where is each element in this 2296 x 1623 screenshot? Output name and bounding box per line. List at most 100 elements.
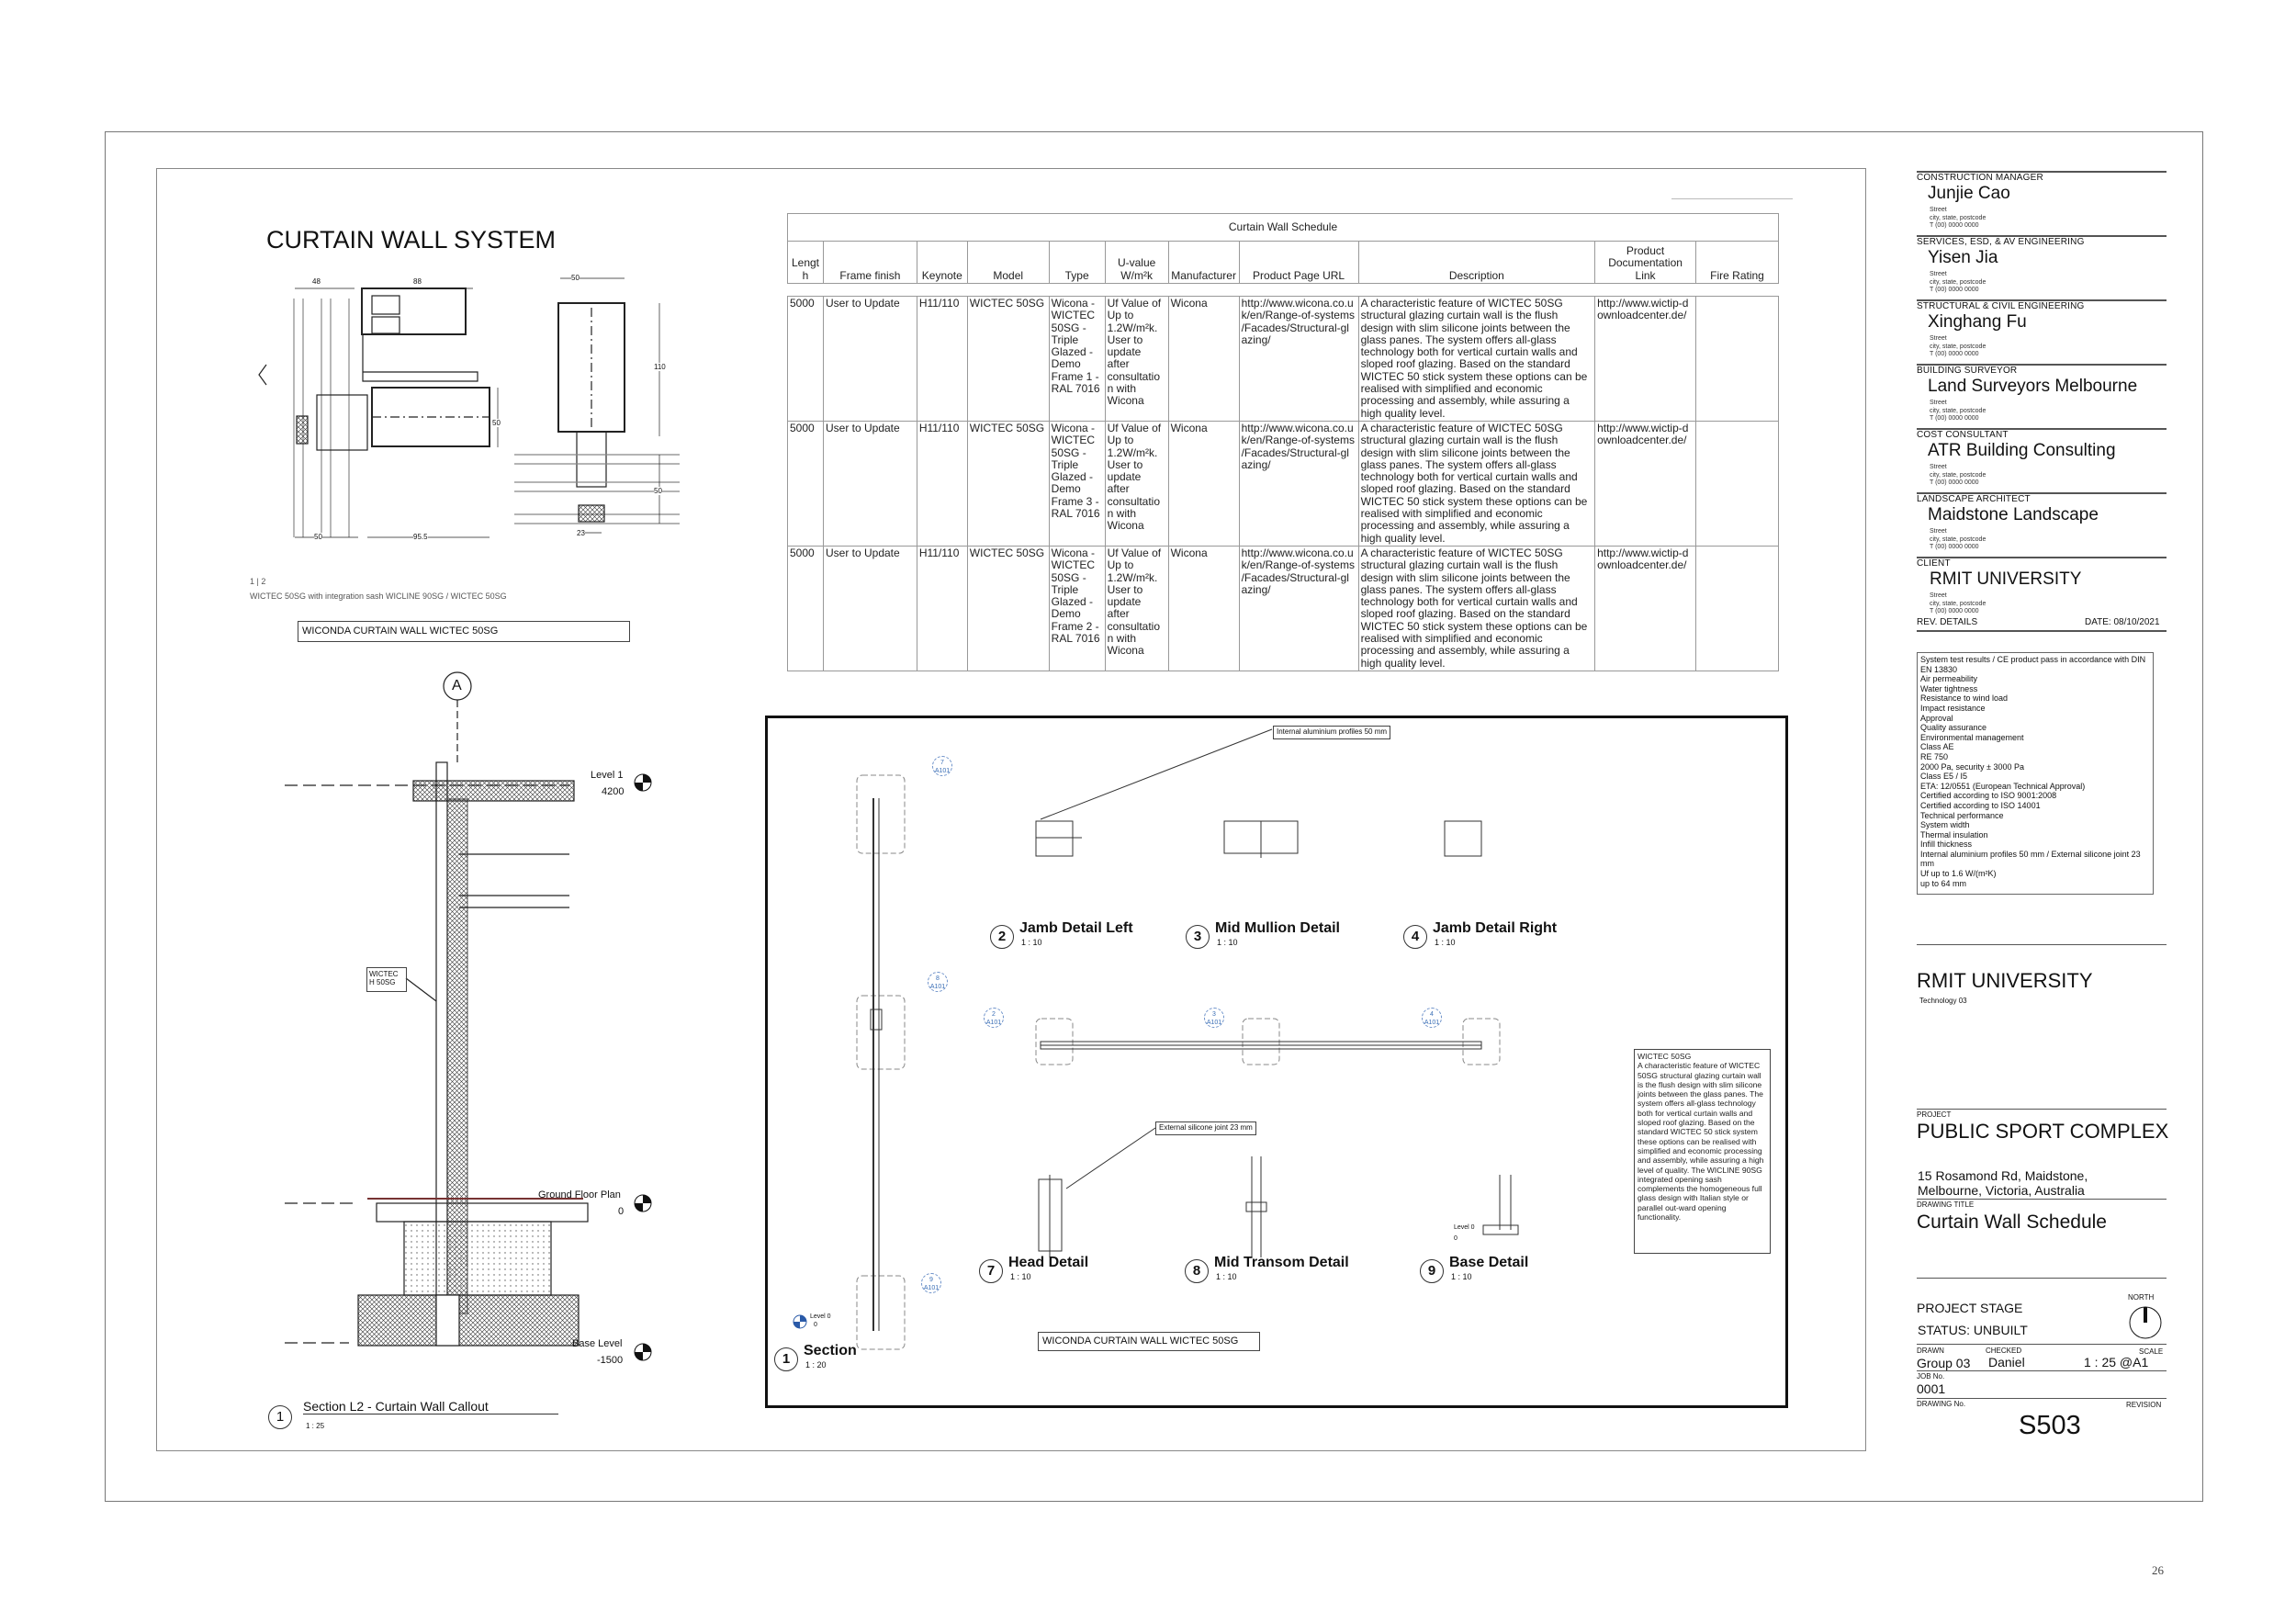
consultant-role: CONSTRUCTION MANAGER (1917, 173, 2043, 183)
view-title: Section L2 - Curtain Wall Callout (303, 1399, 558, 1414)
table-cell: User to Update (822, 545, 917, 671)
dimension-label: 110 (654, 363, 666, 371)
consultant-street: Street (1930, 335, 1947, 342)
table-cell: http://www.wictip-d ownloadcenter.de/ (1594, 420, 1697, 547)
column-header: Fire Rating (1695, 241, 1779, 284)
revision-label: REVISION (2126, 1401, 2162, 1409)
consultant-name: ATR Building Consulting (1928, 441, 2116, 460)
table-cell: http://www.wictip-d ownloadcenter.de/ (1594, 545, 1697, 671)
spec-line: Class E5 / I5 (1920, 772, 1968, 782)
dimension-label: 48 (312, 277, 321, 286)
section-heading: CURTAIN WALL SYSTEM (266, 226, 557, 254)
drawing-frame (156, 168, 1866, 1451)
column-header: Lengt h (787, 241, 824, 284)
divider (1917, 364, 2167, 366)
view-number: 1 (268, 1405, 292, 1429)
divider (1917, 1370, 2167, 1371)
dimension-label: 50 (314, 533, 322, 541)
organisation-name: RMIT UNIVERSITY (1917, 969, 2093, 992)
consultant-name: RMIT UNIVERSITY (1930, 569, 2082, 589)
callout-label: External silicone joint 23 mm (1155, 1121, 1256, 1135)
north-label: NORTH (2128, 1293, 2155, 1302)
ref-sheet: A101 (923, 1285, 940, 1291)
view-number: 3 (1186, 925, 1210, 949)
spec-line: up to 64 mm (1920, 878, 1967, 888)
divider (1917, 1278, 2167, 1279)
consultant-phone: T (00) 0000 0000 (1930, 415, 1979, 422)
drawn-by: Group 03 (1917, 1356, 1971, 1370)
table-cell: Wicona (1167, 545, 1240, 671)
drawing-scale: 1 : 25 @A1 (2084, 1355, 2149, 1369)
table-cell: Wicona - WICTEC 50SG - Triple Glazed - D… (1048, 545, 1106, 671)
column-header: Keynote (916, 241, 968, 284)
view-title: Jamb Detail Left (1019, 920, 1133, 936)
view-number: 1 (774, 1347, 798, 1371)
job-label: JOB No. (1917, 1372, 1945, 1381)
table-cell: http://www.wicona.co.u k/en/Range-of-sys… (1238, 545, 1359, 671)
table-cell: Uf Value of Up to 1.2W/m²k. User to upda… (1104, 420, 1169, 547)
divider (1917, 1109, 2167, 1110)
level-value: 0 (618, 1206, 625, 1217)
view-scale: 1 : 10 (1217, 938, 1238, 947)
spec-line: Approval (1920, 713, 1953, 723)
column-header: Product Documentation Link (1594, 241, 1697, 284)
address-line: 15 Rosamond Rd, Maidstone, (1918, 1168, 2088, 1183)
detail-viewport (765, 716, 1788, 1408)
consultant-city: city, state, postcode (1930, 343, 1986, 350)
consultant-phone: T (00) 0000 0000 (1930, 287, 1979, 293)
view-scale: 1 : 10 (1216, 1272, 1237, 1281)
table-cell: 5000 (787, 545, 824, 671)
column-header: Frame finish (822, 241, 917, 284)
consultant-phone: T (00) 0000 0000 (1930, 479, 1979, 486)
spacer (787, 283, 1779, 297)
divider (1917, 630, 2167, 632)
column-header: Model (966, 241, 1050, 284)
level-label: Level 0 (810, 1313, 831, 1320)
job-number: 0001 (1917, 1381, 1946, 1396)
dimension-label: 95.5 (413, 533, 428, 541)
checked-by: Daniel (1988, 1355, 2025, 1369)
dimension-label: 50 (654, 487, 662, 495)
view-title: Base Detail (1449, 1255, 1529, 1270)
level-label: Ground Floor Plan (538, 1189, 621, 1200)
consultant-role: SERVICES, ESD, & AV ENGINEERING (1917, 237, 2085, 247)
project-status: STATUS: UNBUILT (1918, 1323, 2028, 1337)
spec-line: Thermal insulation (1920, 829, 1988, 840)
consultant-city: city, state, postcode (1930, 471, 1986, 479)
view-scale: 1 : 10 (1021, 938, 1042, 947)
divider (1917, 299, 2167, 301)
ref-sheet: A101 (1206, 1020, 1222, 1026)
consultant-phone: T (00) 0000 0000 (1930, 222, 1979, 229)
level-label: Base Level (572, 1338, 623, 1349)
ref-sheet: A101 (985, 1020, 1002, 1026)
drawn-label: DRAWN (1917, 1347, 1944, 1355)
table-cell (1695, 545, 1779, 671)
view-number: 4 (1403, 925, 1427, 949)
table-cell: 5000 (787, 296, 824, 422)
table-cell: http://www.wicona.co.u k/en/Range-of-sys… (1238, 296, 1359, 422)
consultant-phone: T (00) 0000 0000 (1930, 351, 1979, 357)
consultant-city: city, state, postcode (1930, 214, 1986, 221)
consultant-street: Street (1930, 400, 1947, 406)
column-header: U-value W/m²k (1104, 241, 1169, 284)
view-scale: 1 : 10 (1010, 1272, 1031, 1281)
level-value: 0 (814, 1322, 817, 1328)
ref-number: 2 (992, 1011, 996, 1018)
section-callout-drawing (285, 671, 652, 1361)
view-scale: 1 : 20 (805, 1360, 827, 1369)
spec-line: Air permeability (1920, 674, 1978, 684)
consultant-name: Maidstone Landscape (1928, 505, 2099, 524)
divider (1917, 235, 2167, 237)
divider (1917, 557, 2167, 558)
column-header: Manufacturer (1167, 241, 1240, 284)
drawing-no-label: DRAWING No. (1917, 1400, 1966, 1408)
view-title: Mid Transom Detail (1214, 1255, 1349, 1270)
spec-line: Resistance to wind load (1920, 693, 2009, 704)
ref-number: 9 (929, 1277, 933, 1283)
